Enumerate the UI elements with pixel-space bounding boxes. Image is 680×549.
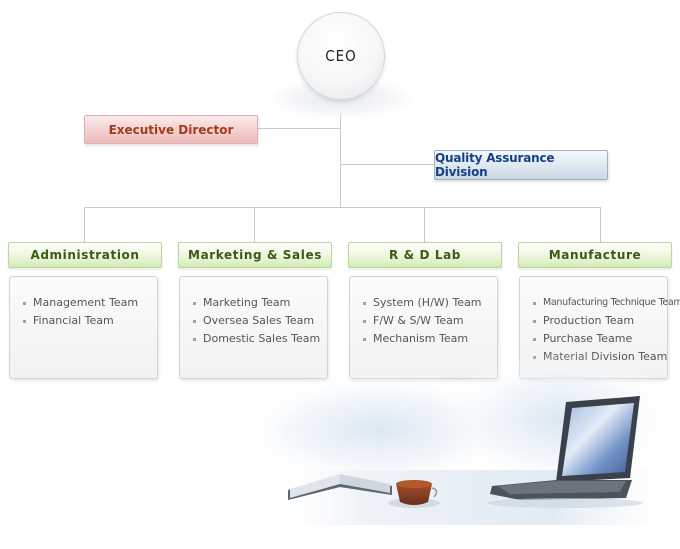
quality-assurance-label: Quality Assurance Division: [435, 151, 555, 179]
quality-assurance-node: Quality Assurance Division: [434, 150, 608, 180]
dept-administration-header: Administration: [8, 242, 162, 268]
connector-ceo-trunk: [340, 98, 341, 208]
dept-administration-teams: Management Team Financial Team: [9, 276, 158, 379]
dept-marketing-sales-teams: Marketing Team Oversea Sales Team Domest…: [179, 276, 328, 379]
open-book-icon: [288, 474, 392, 500]
team-item: Oversea Sales Team: [193, 312, 327, 330]
executive-director-label: Executive Director: [108, 122, 234, 137]
executive-director-node: Executive Director: [84, 115, 258, 144]
dept-title: Manufacture: [548, 248, 642, 262]
team-item: System (H/W) Team: [363, 294, 497, 312]
team-item: Domestic Sales Team: [193, 330, 327, 348]
team-item: Marketing Team: [193, 294, 327, 312]
team-item: F/W & S/W Team: [363, 312, 497, 330]
connector-executive: [256, 128, 340, 129]
dept-title: Administration: [30, 248, 140, 262]
dept-manufacture-teams: Manufacturing Technique Team Production …: [519, 276, 680, 379]
dept-rd-lab-header: R & D Lab: [348, 242, 502, 268]
connector-dept-2: [254, 207, 255, 242]
dept-title: R & D Lab: [389, 248, 461, 262]
team-item: Management Team: [23, 294, 157, 312]
team-item: Purchase Teame: [533, 330, 667, 348]
teacup-icon: [388, 480, 440, 508]
team-item: Mechanism Team: [363, 330, 497, 348]
connector-dept-4: [600, 207, 601, 242]
team-item: Material Division Team: [533, 348, 667, 366]
connector-dept-3: [424, 207, 425, 242]
connector-qa: [340, 164, 434, 165]
team-item: Manufacturing Technique Team: [533, 294, 680, 312]
connector-dept-1: [84, 207, 85, 242]
team-item: Financial Team: [23, 312, 157, 330]
dept-rd-lab-teams: System (H/W) Team F/W & S/W Team Mechani…: [349, 276, 498, 379]
team-item: Production Team: [533, 312, 667, 330]
dept-marketing-sales-header: Marketing & Sales: [178, 242, 332, 268]
connector-departments-bar: [84, 207, 601, 208]
ceo-node: CEO: [297, 12, 385, 100]
laptop-icon: [487, 396, 643, 508]
dept-manufacture-header: Manufacture: [518, 242, 672, 268]
ceo-label: CEO: [325, 47, 357, 65]
dept-title: Marketing & Sales: [188, 248, 322, 262]
